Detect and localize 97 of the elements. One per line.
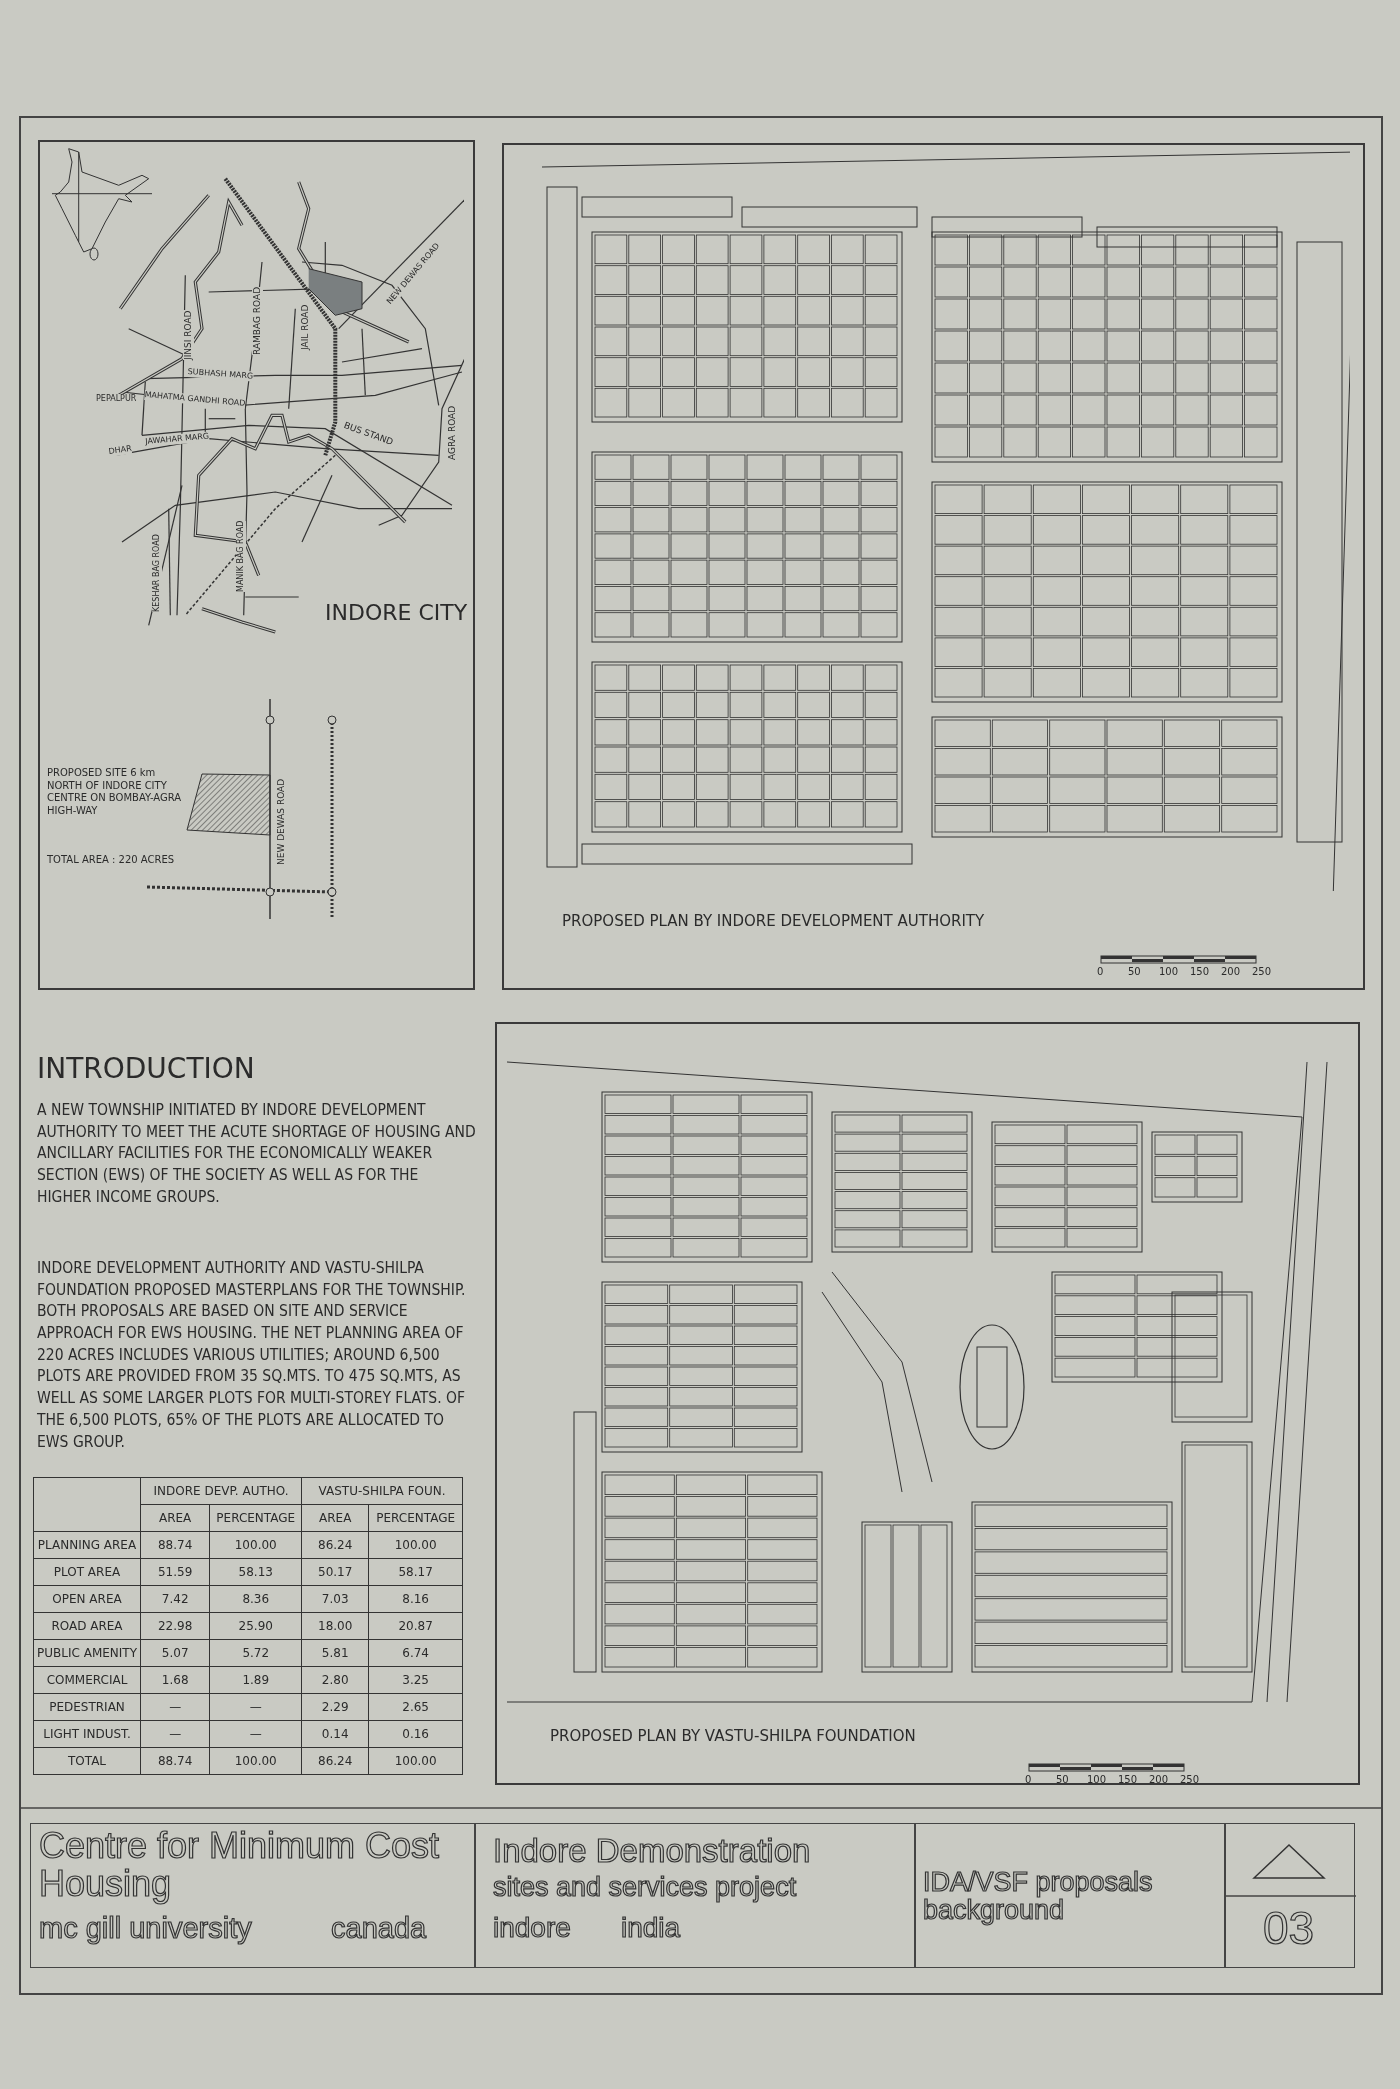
road-name: DHAR <box>108 443 133 457</box>
plan-caption: PROPOSED PLAN BY INDORE DEVELOPMENT AUTHORITY <box>562 912 985 930</box>
table-cell: 1.89 <box>209 1666 302 1694</box>
country-name: canada <box>331 1911 427 1946</box>
table-cell: 58.13 <box>209 1558 302 1586</box>
road-name: RAMBAG ROAD <box>252 286 263 355</box>
road-name: NEW DEWAS ROAD <box>276 778 287 865</box>
table-cell: 50.17 <box>301 1558 369 1586</box>
table-cell: 2.80 <box>301 1666 369 1694</box>
table-cell: 86.24 <box>301 1531 369 1559</box>
table-cell: 18.00 <box>301 1612 369 1640</box>
table-cell: — <box>209 1720 302 1748</box>
title-block-cell <box>915 1823 1225 1968</box>
table-cell: 100.00 <box>209 1747 302 1775</box>
plan-caption: PROPOSED PLAN BY VASTU-SHILPA FOUNDATION <box>550 1727 916 1745</box>
table-cell: ROAD AREA <box>33 1612 141 1640</box>
site-note: TOTAL AREA : 220 ACRES <box>47 854 175 866</box>
table-cell: 100.00 <box>209 1531 302 1559</box>
scale-number: 200 <box>1221 966 1241 978</box>
project-name: Indore Demonstration <box>493 1831 811 1871</box>
table-header: AREA <box>301 1504 369 1532</box>
road-name: AGRA ROAD <box>447 405 458 460</box>
table-cell: 58.17 <box>368 1558 463 1586</box>
paragraph: A NEW TOWNSHIP INITIATED BY INDORE DEVELOPMENT AUTHORITY TO MEET THE ACUTE SHORTAGE OF HOUSING AND ANCILLARY FACILITIES FOR THE ECONOMICALLY WEAKER SECTION (EWS) OF THE SOCIETY AS WELL AS FOR THE HIGHER INCOME GROUPS. <box>37 1100 477 1208</box>
table-cell: 8.16 <box>368 1585 463 1613</box>
table-cell: OPEN AREA <box>33 1585 141 1613</box>
site-note: PROPOSED SITE 6 km NORTH OF INDORE CITY CENTRE ON BOMBAY-AGRA HIGH-WAY <box>47 767 182 817</box>
table-cell: — <box>209 1693 302 1721</box>
table-cell: TOTAL <box>33 1747 141 1775</box>
table-cell: 1.68 <box>140 1666 210 1694</box>
title-block-cell <box>1225 1823 1355 1968</box>
table-cell: 2.65 <box>368 1693 463 1721</box>
road-name: MAHATMA GANDHI ROAD <box>144 390 246 409</box>
organisation-name: Centre for Minimum Cost Housing <box>39 1827 441 1903</box>
scale-number: 0 <box>1025 1774 1032 1786</box>
project-subtitle: sites and services project <box>493 1871 797 1904</box>
table-cell: 0.16 <box>368 1720 463 1748</box>
university-name: mc gill university <box>39 1911 252 1946</box>
table-header: INDORE DEVP. AUTHO. <box>140 1477 302 1505</box>
table-cell: 0.14 <box>301 1720 369 1748</box>
table-cell: COMMERCIAL <box>33 1666 141 1694</box>
table-cell: 5.07 <box>140 1639 210 1667</box>
road-name: KESHAR BAG ROAD <box>152 534 162 612</box>
map-panel <box>38 140 475 990</box>
table-cell: 100.00 <box>368 1747 463 1775</box>
scale-number: 200 <box>1149 1774 1169 1786</box>
paragraph: INDORE DEVELOPMENT AUTHORITY AND VASTU-SHILPA FOUNDATION PROPOSED MASTERPLANS FOR THE TOWNSHIP. BOTH PROPOSALS ARE BASED ON SITE AND SERVICE APPROACH FOR EWS HOUSING. THE NET PLANNING AREA OF 220 ACRES INCLUDES VARIOUS UTILITIES; AROUND 6,500 PLOTS ARE PROVIDED FROM 35 SQ.MTS. TO 475 SQ.MTS, AS WELL AS SOME LARGER PLOTS FOR MULTI-STOREY FLATS. OF THE 6,500 PLOTS, 65% OF THE PLOTS ARE ALLOCATED TO EWS GROUP. <box>37 1258 467 1453</box>
table-cell: 88.74 <box>140 1747 210 1775</box>
road-name: JAWAHAR MARG <box>145 431 210 447</box>
table-cell: LIGHT INDUST. <box>33 1720 141 1748</box>
scale-number: 100 <box>1159 966 1179 978</box>
table-cell: 5.72 <box>209 1639 302 1667</box>
road-name: JAIL ROAD <box>300 304 311 350</box>
table-cell: 5.81 <box>301 1639 369 1667</box>
table-cell: PLOT AREA <box>33 1558 141 1586</box>
table-header: AREA <box>140 1504 210 1532</box>
table-cell: 51.59 <box>140 1558 210 1586</box>
table-cell: 2.29 <box>301 1693 369 1721</box>
scale-number: 50 <box>1128 966 1141 978</box>
map-title: INDORE CITY <box>325 600 468 627</box>
scale-number: 250 <box>1180 1774 1200 1786</box>
road-name: MANIK BAG ROAD <box>236 520 246 592</box>
section-heading: INTRODUCTION <box>37 1052 255 1086</box>
road-name: PEPALPUR <box>96 394 137 404</box>
title-block-cell <box>30 1823 475 1968</box>
scale-number: 0 <box>1097 966 1104 978</box>
table-cell: — <box>140 1720 210 1748</box>
sheet-title: IDA/VSF proposals background <box>923 1868 1154 1925</box>
city-name: indore <box>493 1911 571 1945</box>
scale-number: 150 <box>1118 1774 1138 1786</box>
sheet-number: 03 <box>1263 1901 1315 1956</box>
table-cell: 7.03 <box>301 1585 369 1613</box>
table-header: PERCENTAGE <box>368 1504 463 1532</box>
table-cell: 20.87 <box>368 1612 463 1640</box>
table-cell: 7.42 <box>140 1585 210 1613</box>
table-cell: 22.98 <box>140 1612 210 1640</box>
table-cell: PEDESTRIAN <box>33 1693 141 1721</box>
scale-number: 250 <box>1252 966 1272 978</box>
scale-number: 150 <box>1190 966 1210 978</box>
table-cell: 6.74 <box>368 1639 463 1667</box>
table-header: VASTU-SHILPA FOUN. <box>301 1477 463 1505</box>
scale-number: 50 <box>1056 1774 1069 1786</box>
road-name: SUBHASH MARG <box>187 367 254 382</box>
title-block-cell <box>475 1823 915 1968</box>
table-cell: PUBLIC AMENITY <box>33 1639 141 1667</box>
road-name: JINSI ROAD <box>183 310 194 360</box>
table-cell: 86.24 <box>301 1747 369 1775</box>
country-name: india <box>621 1911 681 1945</box>
table-cell: — <box>140 1693 210 1721</box>
table-cell: 25.90 <box>209 1612 302 1640</box>
table-cell: 88.74 <box>140 1531 210 1559</box>
table-header: PERCENTAGE <box>209 1504 302 1532</box>
scale-number: 100 <box>1087 1774 1107 1786</box>
table-cell: 100.00 <box>368 1531 463 1559</box>
table-cell: 8.36 <box>209 1585 302 1613</box>
table-cell: PLANNING AREA <box>33 1531 141 1559</box>
table-cell: 3.25 <box>368 1666 463 1694</box>
